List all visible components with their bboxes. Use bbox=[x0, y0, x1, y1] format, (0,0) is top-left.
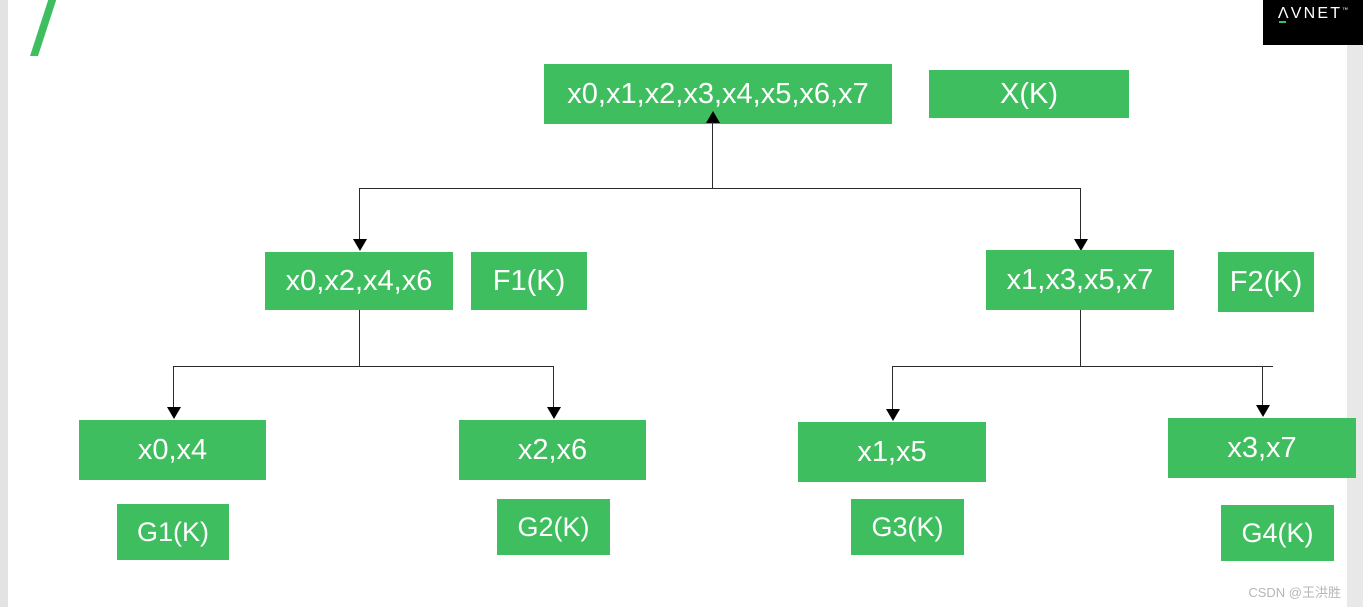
connector-drop-g3 bbox=[892, 366, 893, 410]
connector-drop-g2 bbox=[553, 366, 554, 408]
arrow-into-odd bbox=[1074, 239, 1088, 251]
node-g2: x2,x6 bbox=[459, 420, 646, 480]
tag-g4k: G4(K) bbox=[1221, 505, 1334, 561]
arrow-into-root bbox=[706, 111, 720, 123]
node-even: x0,x2,x4,x6 bbox=[265, 252, 453, 310]
tag-g3k-label: G3(K) bbox=[871, 511, 944, 542]
tag-f1k: F1(K) bbox=[471, 252, 587, 310]
node-g3: x1,x5 bbox=[798, 422, 986, 482]
node-odd: x1,x3,x5,x7 bbox=[986, 250, 1174, 310]
page-gutter-right bbox=[1347, 0, 1363, 607]
arrow-into-g3 bbox=[886, 409, 900, 421]
avnet-wordmark: ΛVNET™ bbox=[1277, 5, 1349, 23]
avnet-logo: ΛVNET™ bbox=[1263, 0, 1363, 45]
tag-g1k: G1(K) bbox=[117, 504, 229, 560]
csdn-watermark: CSDN @王洪胜 bbox=[1248, 585, 1341, 600]
arrow-into-g2 bbox=[547, 407, 561, 419]
tag-xk-label: X(K) bbox=[1000, 77, 1058, 110]
node-root-label: x0,x1,x2,x3,x4,x5,x6,x7 bbox=[567, 77, 869, 110]
connector-drop-odd bbox=[1080, 188, 1081, 240]
tag-f2k: F2(K) bbox=[1218, 252, 1314, 312]
tag-g4k-label: G4(K) bbox=[1241, 517, 1314, 548]
trademark-icon: ™ bbox=[1342, 7, 1349, 14]
tag-f1k-label: F1(K) bbox=[492, 264, 566, 297]
arrow-into-g1 bbox=[167, 407, 181, 419]
tag-g3k: G3(K) bbox=[851, 499, 964, 555]
tag-g2k-label: G2(K) bbox=[517, 511, 590, 542]
connector-drop-even bbox=[359, 188, 360, 240]
arrow-into-even bbox=[353, 239, 367, 251]
tag-xk: X(K) bbox=[929, 70, 1129, 118]
node-odd-label: x1,x3,x5,x7 bbox=[1006, 263, 1154, 296]
node-g1-label: x0,x4 bbox=[137, 433, 208, 466]
page-gutter-left bbox=[0, 0, 8, 607]
node-g3-label: x1,x5 bbox=[857, 435, 927, 468]
node-even-label: x0,x2,x4,x6 bbox=[285, 264, 433, 297]
node-root: x0,x1,x2,x3,x4,x5,x6,x7 bbox=[544, 64, 892, 124]
arrow-into-g4 bbox=[1256, 405, 1270, 417]
connector-bus-level1 bbox=[359, 188, 1081, 189]
tag-g2k: G2(K) bbox=[497, 499, 610, 555]
avnet-wordmark-text: ΛVNET bbox=[1277, 5, 1343, 22]
connector-odd-stem bbox=[1080, 310, 1081, 366]
tag-g1k-label: G1(K) bbox=[136, 516, 209, 547]
connector-even-stem bbox=[359, 310, 360, 366]
node-g4: x3,x7 bbox=[1168, 418, 1356, 478]
node-g4-label: x3,x7 bbox=[1227, 431, 1297, 464]
connector-root-stem bbox=[712, 122, 713, 189]
node-g2-label: x2,x6 bbox=[517, 433, 588, 466]
connector-bus-right bbox=[892, 366, 1273, 367]
avnet-green-accent bbox=[1278, 21, 1286, 23]
node-g1: x0,x4 bbox=[79, 420, 266, 480]
connector-drop-g4 bbox=[1262, 366, 1263, 406]
connector-bus-left bbox=[173, 366, 554, 367]
connector-drop-g1 bbox=[173, 366, 174, 408]
tag-f2k-label: F2(K) bbox=[1229, 265, 1303, 298]
